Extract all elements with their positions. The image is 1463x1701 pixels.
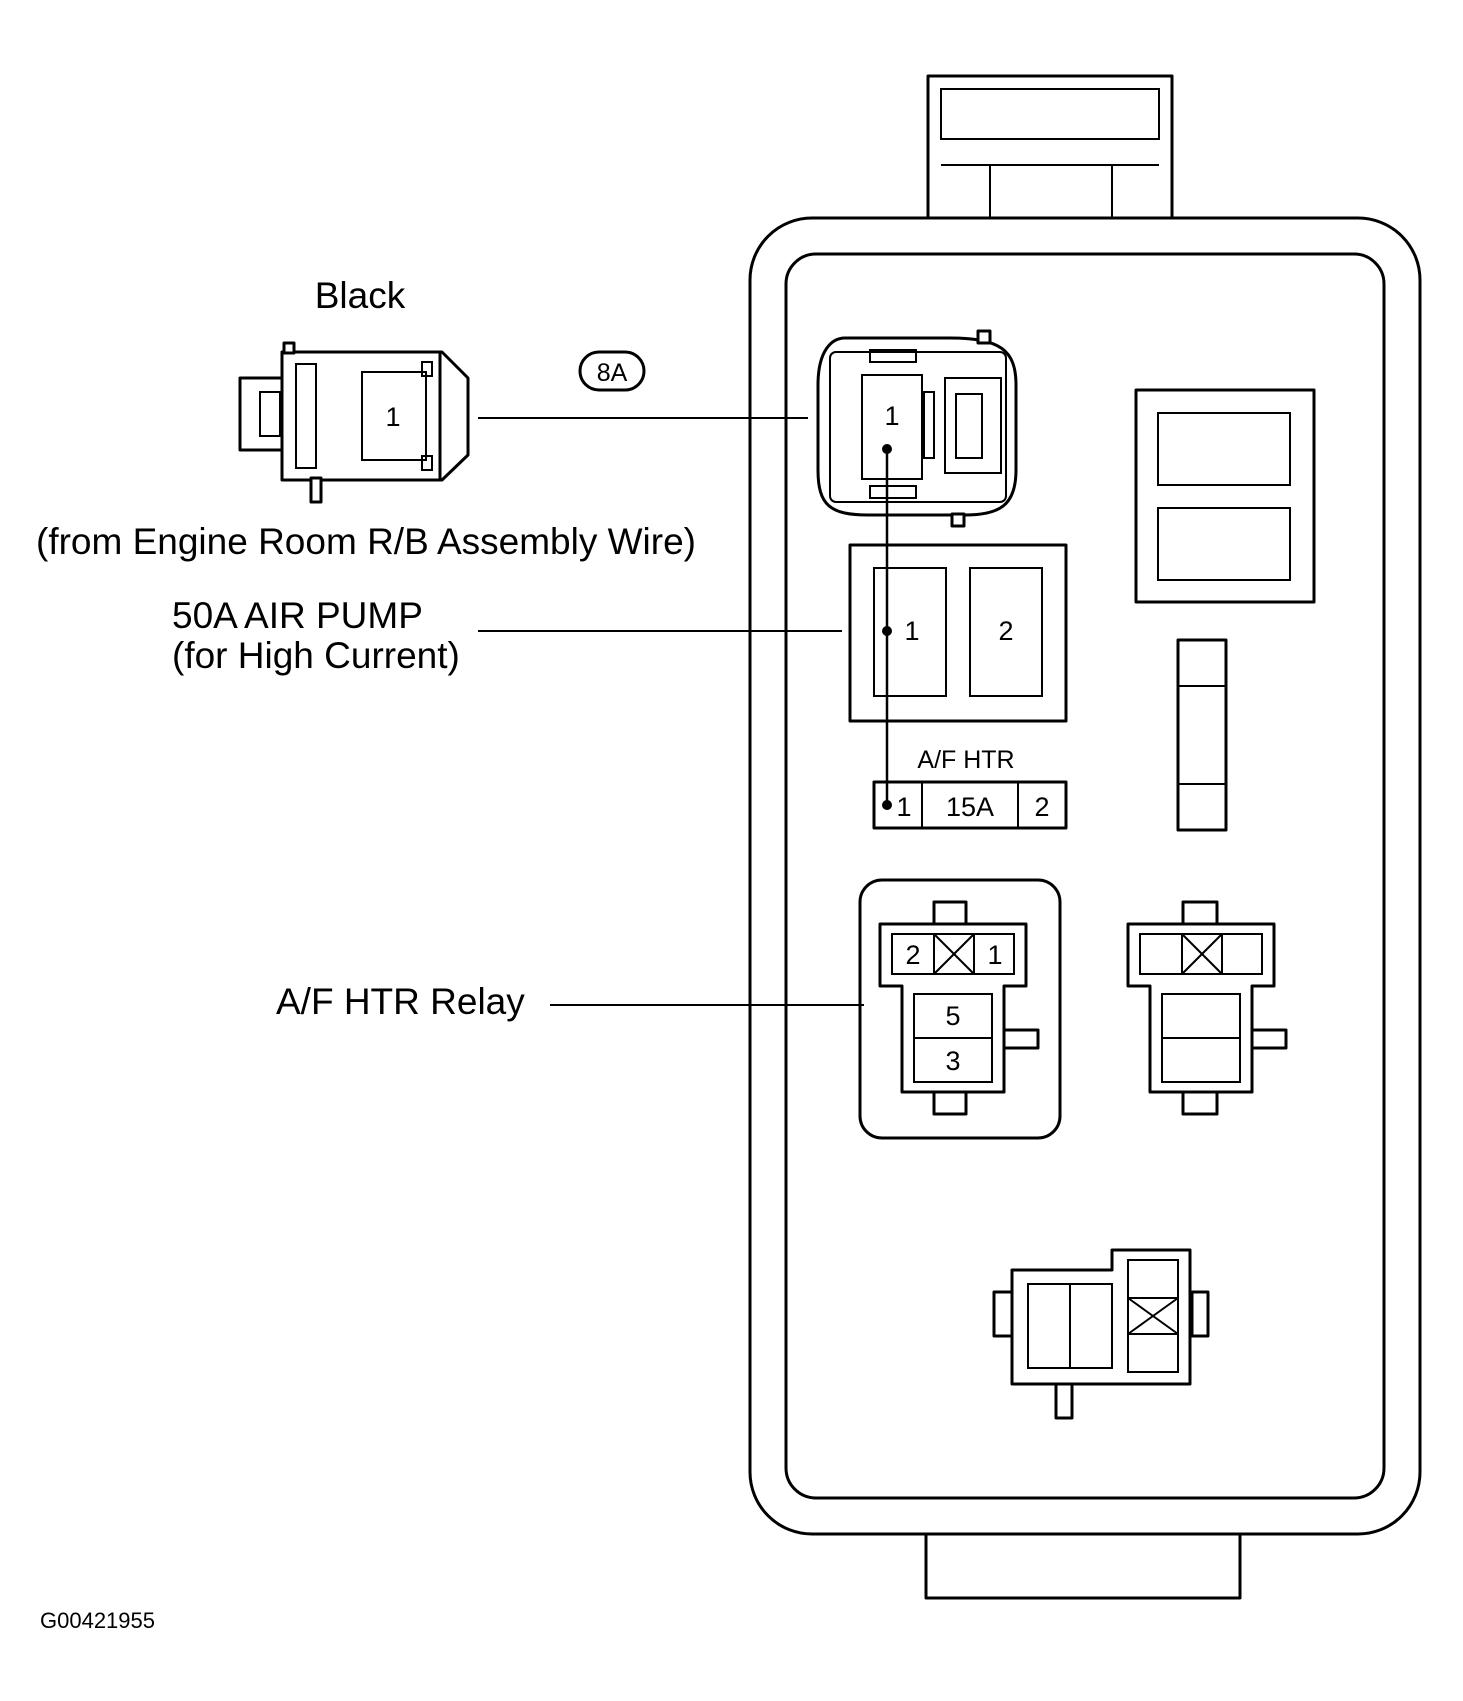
figure-code: G00421955	[40, 1608, 155, 1633]
af-htr-relay-outline	[858, 878, 1062, 1140]
air-pump-pin-2: 2	[998, 616, 1013, 646]
black-connector	[238, 341, 470, 504]
connector-source-label: (from Engine Room R/B Assembly Wire)	[36, 521, 696, 562]
block-connector-pin-1: 1	[884, 401, 899, 431]
black-connector-pin-1: 1	[385, 402, 400, 432]
af-htr-fuse	[872, 780, 1068, 830]
fuse-rating: 15A	[946, 792, 994, 822]
right-mini-fuse	[1176, 638, 1228, 832]
junction-dot-fuse	[882, 800, 892, 810]
air-pump-fuse	[848, 543, 1068, 723]
af-htr-relay	[878, 900, 1040, 1116]
connector-code-label: 8A	[597, 359, 628, 387]
air-pump-pin-1: 1	[904, 616, 919, 646]
relay-pin-1: 1	[987, 940, 1002, 970]
right-relay	[1126, 900, 1288, 1116]
relay-pin-5: 5	[945, 1001, 960, 1031]
relay-label: A/F HTR Relay	[276, 981, 525, 1022]
fuse-pin-1: 1	[896, 792, 911, 822]
air-pump-label-line2: (for High Current)	[172, 635, 460, 676]
relay-pin-3: 3	[945, 1046, 960, 1076]
connector-color-label: Black	[315, 275, 406, 316]
connector-code-badge	[578, 350, 646, 392]
right-upper-fuse	[1134, 388, 1316, 604]
fuse-pin-2: 2	[1034, 792, 1049, 822]
fuse-name-label: A/F HTR	[917, 746, 1014, 774]
junction-dot-air-pump	[882, 626, 892, 636]
junction-dot-connector	[882, 444, 892, 454]
block-connector-8a	[816, 329, 1018, 528]
relay-pin-2: 2	[905, 940, 920, 970]
bottom-connector	[992, 1248, 1210, 1420]
air-pump-label-line1: 50A AIR PUMP	[172, 595, 423, 636]
